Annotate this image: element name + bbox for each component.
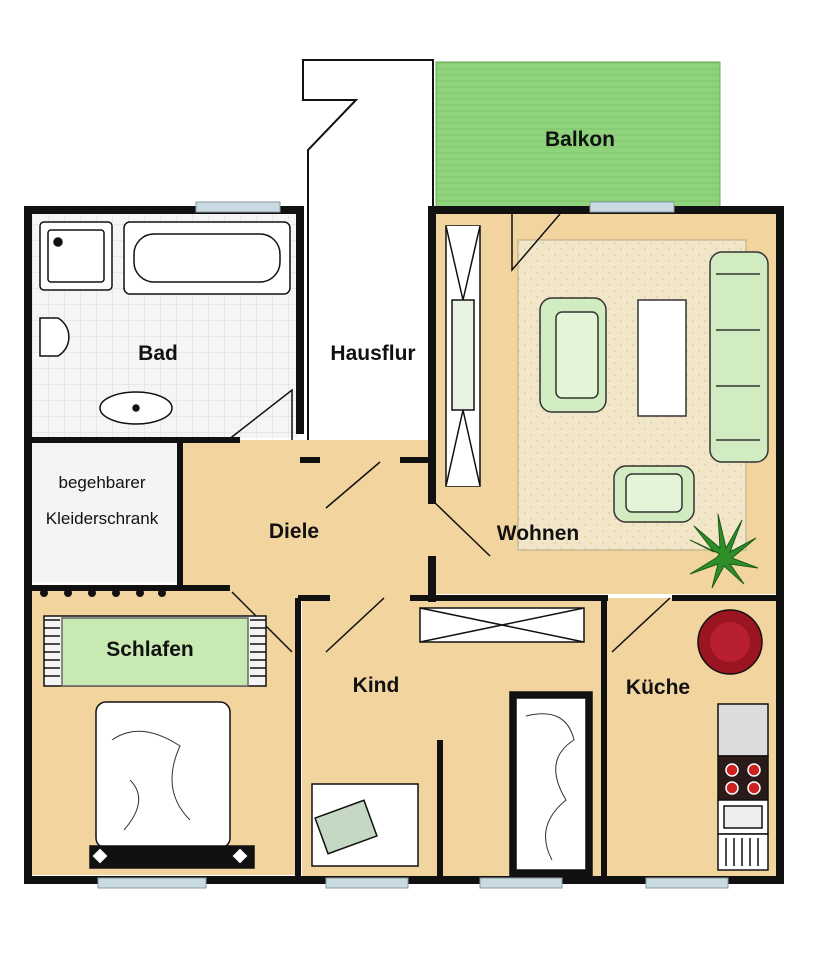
label-hausflur: Hausflur: [330, 342, 415, 365]
label-wohnen: Wohnen: [497, 522, 579, 545]
plant-icon: [689, 513, 759, 589]
label-balkon: Balkon: [545, 128, 615, 151]
schrank-floor: [32, 442, 178, 582]
label-schrank-line1: begehbarer: [59, 473, 146, 492]
kitchen-furniture: [697, 609, 769, 871]
bedroom-furniture: [43, 615, 267, 869]
balcony-area: [435, 61, 721, 211]
wall-unit: [445, 225, 481, 487]
hausflur-area: [302, 59, 434, 463]
bad-fixtures: [39, 221, 291, 425]
living-furniture: [539, 251, 769, 523]
closet-dots: [40, 589, 166, 597]
diele-floor: [182, 440, 436, 600]
label-schrank-line2: Kleiderschrank: [46, 509, 159, 528]
label-schlafen: Schlafen: [106, 638, 194, 661]
label-kind: Kind: [353, 674, 400, 697]
inner-walls: [30, 437, 780, 878]
label-bad: Bad: [138, 342, 178, 365]
label-kueche: Küche: [626, 676, 690, 699]
windows: [97, 201, 729, 889]
kids-furniture: [311, 607, 593, 877]
door-swings: [227, 213, 671, 653]
label-diele: Diele: [269, 520, 319, 543]
